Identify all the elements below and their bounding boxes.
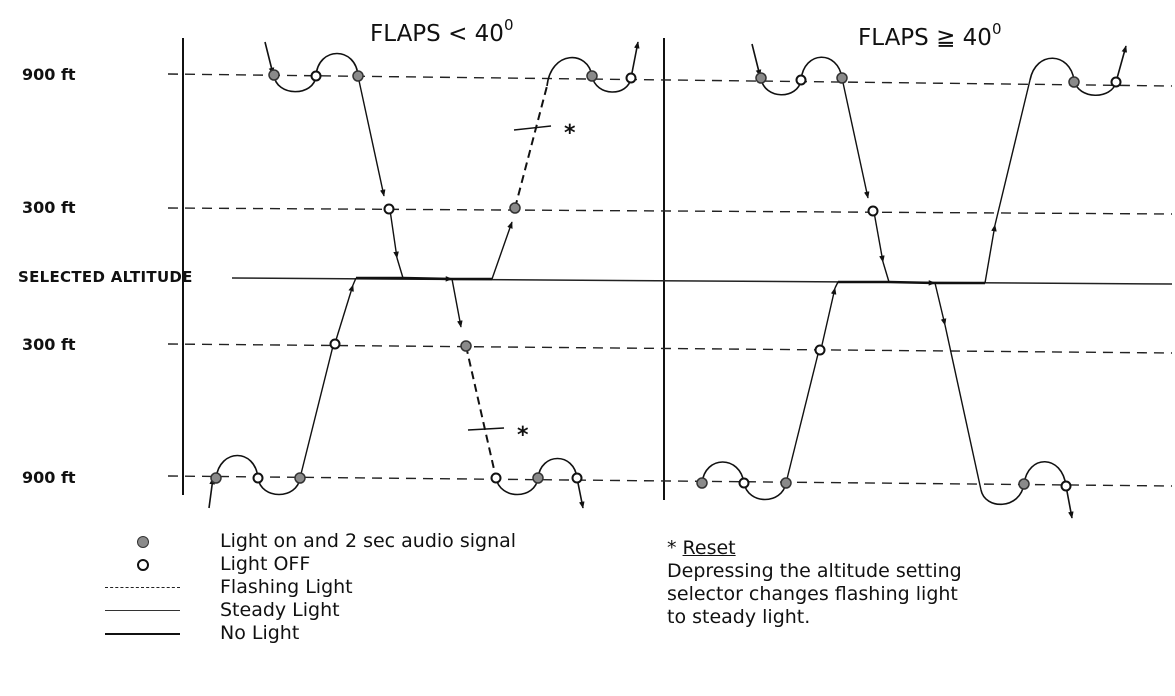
light-off-dot <box>1060 480 1072 492</box>
light-off-dot-icon <box>136 558 149 571</box>
light-off-dot <box>252 472 264 484</box>
light-on-dot-icon <box>136 535 149 548</box>
light-off-dot <box>383 203 395 215</box>
dashed-line-icon <box>105 587 180 588</box>
reset-heading: Reset <box>682 537 736 559</box>
reset-title: * Reset <box>667 537 962 560</box>
light-off-markers <box>252 70 1122 492</box>
legend-row-light-on: Light on and 2 sec audio signal <box>105 530 516 553</box>
light-off-dot <box>490 472 502 484</box>
legend-key-steady <box>105 610 180 611</box>
light-on-dot <box>532 472 544 484</box>
label-900ft-bottom: 900 ft <box>22 468 76 487</box>
light-off-dot <box>738 477 750 489</box>
reset-text-line: selector changes flashing light <box>667 583 958 605</box>
light-on-dot <box>1018 478 1030 490</box>
thick-line-icon <box>105 632 180 635</box>
light-off-dot <box>1110 76 1122 88</box>
light-on-dot <box>509 202 521 214</box>
title-flaps-greater-equal-40: FLAPS ≧ 400 <box>858 20 1001 51</box>
light-on-dot <box>460 340 472 352</box>
legend-row-no-light: No Light <box>105 622 516 645</box>
light-on-dot <box>836 72 848 84</box>
light-off-dot <box>310 70 322 82</box>
light-off-dot <box>625 72 637 84</box>
path-left-bottom-descent <box>451 278 585 509</box>
reset-asterisk-lower: * <box>517 423 529 448</box>
reset-text-line: Depressing the altitude setting <box>667 560 962 582</box>
light-off-dot <box>329 338 341 350</box>
legend-label-flashing: Flashing Light <box>220 576 353 598</box>
reset-star: * <box>667 537 677 559</box>
label-300ft-upper: 300 ft <box>22 198 76 217</box>
path-right-descent <box>841 77 936 286</box>
light-on-dot <box>780 477 792 489</box>
label-300ft-lower: 300 ft <box>22 335 76 354</box>
legend-row-steady: Steady Light <box>105 599 516 622</box>
ref-line-900ft-top <box>167 73 1173 87</box>
legend-key-flashing <box>105 587 180 588</box>
legend-row-flashing: Flashing Light <box>105 576 516 599</box>
legend-key-light-on <box>105 535 180 548</box>
ref-line-300ft-lower <box>167 343 1173 354</box>
legend-key-light-off <box>105 558 180 571</box>
path-left-top-descend-entry <box>264 41 359 93</box>
light-on-dot <box>1068 76 1080 88</box>
path-left-bottom-climb <box>208 276 403 509</box>
reset-asterisk-upper: * <box>564 121 576 146</box>
light-off-dot <box>814 344 826 356</box>
legend-label-no-light: No Light <box>220 622 300 644</box>
path-right-top-descend-entry <box>751 43 843 96</box>
path-right-bottom-climb <box>701 280 889 501</box>
path-left-descent <box>357 75 453 282</box>
legend: Light on and 2 sec audio signal Light OF… <box>105 530 516 645</box>
path-right-climb <box>935 45 1128 285</box>
legend-label-steady: Steady Light <box>220 599 340 621</box>
label-900ft-top: 900 ft <box>22 65 76 84</box>
title-flaps-less-40: FLAPS < 400 <box>370 16 513 47</box>
light-on-markers <box>210 69 1080 490</box>
ref-line-900ft-bottom <box>167 475 1173 487</box>
thin-line-icon <box>105 610 180 611</box>
reset-note: * Reset Depressing the altitude setting … <box>667 537 962 629</box>
legend-label-light-off: Light OFF <box>220 553 311 575</box>
path-right-bottom-descent <box>934 282 1074 519</box>
reset-text-line: to steady light. <box>667 606 811 628</box>
legend-key-no-light <box>105 632 180 635</box>
light-on-dot <box>268 69 280 81</box>
light-on-dot <box>696 477 708 489</box>
ref-line-300ft-upper <box>167 207 1173 215</box>
light-on-dot <box>352 70 364 82</box>
light-off-dot <box>795 74 807 86</box>
light-on-dot <box>755 72 767 84</box>
light-off-dot <box>571 472 583 484</box>
light-on-dot <box>294 472 306 484</box>
light-off-dot <box>867 205 879 217</box>
legend-label-light-on: Light on and 2 sec audio signal <box>220 530 517 552</box>
light-on-dot <box>586 70 598 82</box>
light-on-dot <box>210 472 222 484</box>
label-selected-altitude: SELECTED ALTITUDE <box>18 268 193 286</box>
legend-row-light-off: Light OFF <box>105 553 516 576</box>
